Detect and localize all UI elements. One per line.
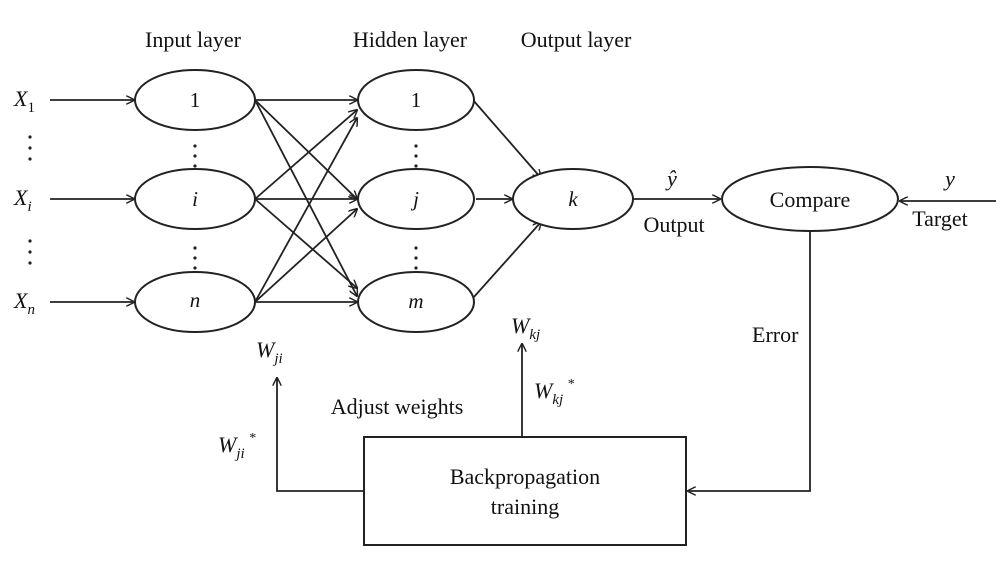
input-node-1	[134, 69, 256, 131]
output-label: Output	[643, 212, 704, 237]
backprop-label-line2: training	[491, 494, 559, 519]
hidden-node-ellipsis-upper	[414, 144, 418, 168]
input-label-x1: X1	[13, 86, 35, 116]
input-node-i	[134, 168, 256, 230]
input-hidden-connections	[254, 100, 357, 302]
hidden-layer-title: Hidden layer	[353, 27, 468, 52]
adjust-weights-label: Adjust weights	[331, 394, 464, 419]
input-node-n-label: n	[190, 288, 201, 312]
hidden-node-m-label: m	[408, 289, 423, 313]
wkj-label: Wkj	[511, 313, 540, 343]
wkj-star-label: Wkj*	[534, 377, 574, 408]
error-label: Error	[752, 322, 799, 347]
input-label-xn: Xn	[13, 288, 35, 318]
input-node-ellipsis-lower	[193, 246, 197, 270]
hidden-output-connections	[472, 99, 541, 299]
hidden-node-m	[357, 271, 475, 333]
hidden-node-1	[357, 69, 475, 131]
error-arrow	[688, 231, 811, 491]
input-node-ellipsis-upper	[193, 144, 197, 168]
target-label: Target	[912, 206, 967, 231]
output-node-k-label: k	[568, 187, 578, 211]
wji-star-label: Wji*	[218, 431, 256, 462]
y-hat-label: ŷ	[665, 166, 677, 191]
input-label-xi: Xi	[13, 185, 32, 215]
backpropagation-box	[363, 436, 687, 546]
input-node-n	[134, 271, 256, 333]
input-layer-title: Input layer	[145, 27, 242, 52]
input-ellipsis-upper	[28, 135, 32, 161]
input-node-i-label: i	[192, 187, 198, 211]
wji-label: Wji	[256, 337, 283, 367]
hidden-node-ellipsis-lower	[414, 246, 418, 270]
input-ellipsis-lower	[28, 239, 32, 265]
hidden-node-1-label: 1	[411, 88, 422, 112]
wji-update-arrow	[277, 378, 364, 492]
backprop-label-line1: Backpropagation	[450, 464, 600, 489]
target-y-label: y	[943, 166, 955, 191]
hidden-node-j	[357, 168, 475, 230]
hidden-node-j-label: j	[410, 187, 419, 211]
input-node-1-label: 1	[190, 88, 201, 112]
output-layer-title: Output layer	[521, 27, 632, 52]
compare-label: Compare	[770, 187, 851, 212]
